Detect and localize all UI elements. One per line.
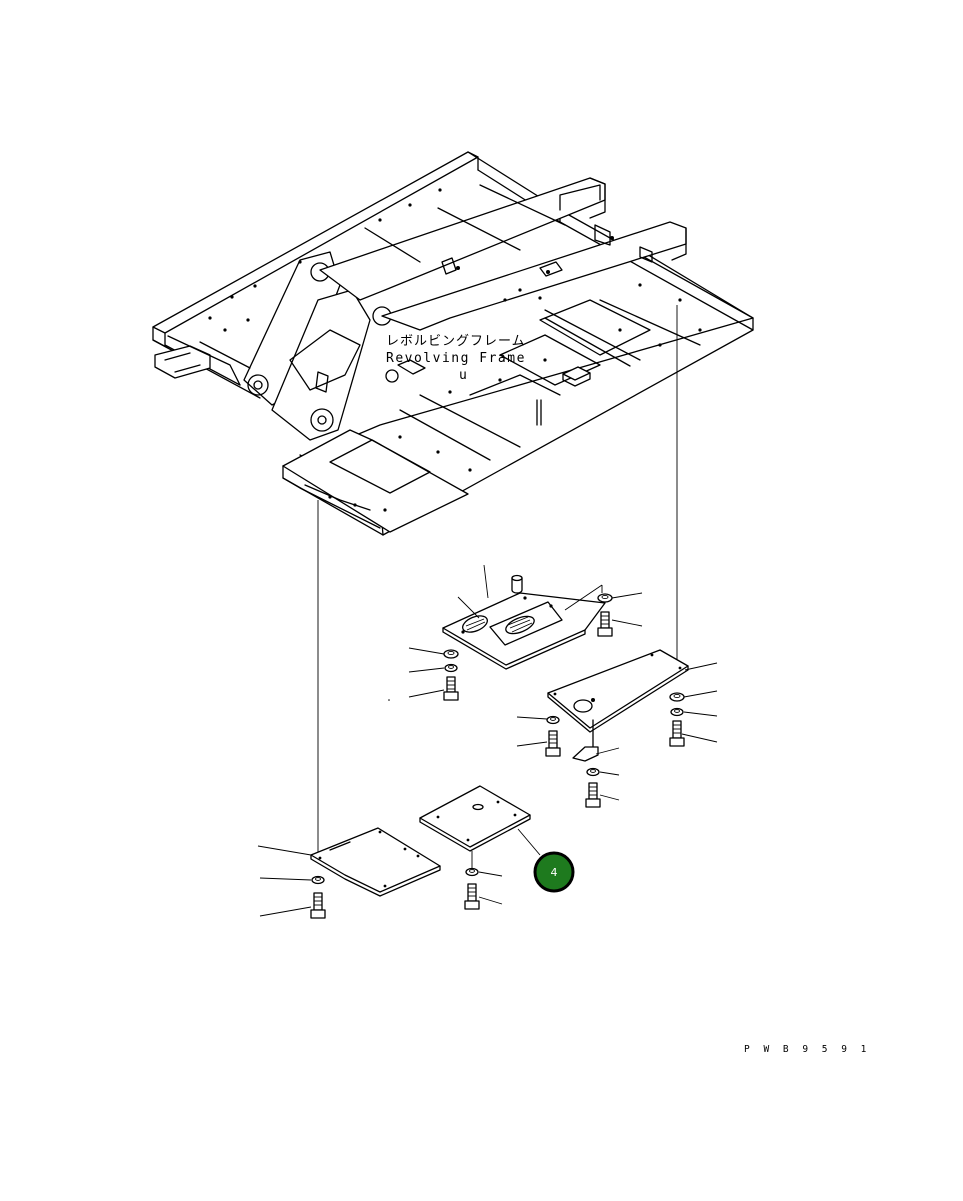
fasteners bbox=[310, 593, 685, 919]
cover-plate-upper bbox=[442, 564, 606, 670]
drawing-number: P W B 9 5 9 1 bbox=[744, 1044, 870, 1055]
numbered-circle-icon bbox=[533, 851, 575, 893]
callout-4[interactable]: 4 bbox=[533, 851, 575, 893]
small-mark: u bbox=[459, 368, 468, 383]
callout-leaders bbox=[257, 592, 718, 917]
frame-label-jp: レボルビングフレーム bbox=[386, 334, 526, 349]
cover-plate-right bbox=[547, 649, 689, 762]
callout-number: 4 bbox=[551, 866, 558, 879]
frame-label-en: Revolving Frame bbox=[386, 351, 526, 366]
revolving-frame bbox=[152, 151, 754, 536]
alignment-leaders bbox=[317, 305, 678, 855]
cover-plate-lower-middle bbox=[419, 785, 541, 868]
cover-plate-lower-left bbox=[310, 827, 441, 897]
